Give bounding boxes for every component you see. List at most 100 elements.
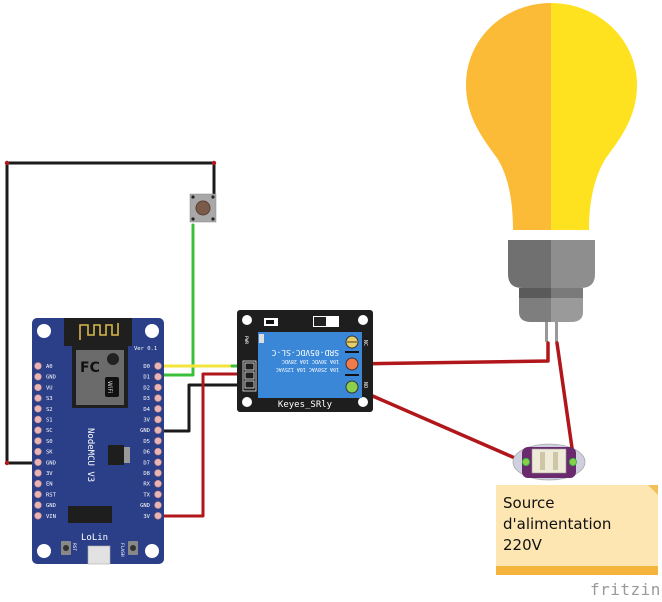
pin-label: RX: [143, 482, 150, 488]
pin-right-d4[interactable]: [154, 405, 162, 413]
bulb-glass-right: [551, 3, 637, 230]
wifi-signal-icon: [107, 353, 119, 365]
pin-label: D5: [143, 439, 150, 445]
pin-label: S1: [46, 418, 53, 424]
power-connector[interactable]: [512, 443, 586, 481]
flash-label: FLASH: [119, 543, 125, 557]
lolin-label: LoLin: [81, 533, 108, 543]
wifi-logo-box: [105, 377, 119, 397]
pushbutton-pin: [211, 217, 215, 221]
terminal-no[interactable]: [345, 380, 359, 394]
board-name-label: NodeMCU V3: [85, 428, 95, 482]
pin-label: D4: [143, 407, 150, 413]
pin-right-3v[interactable]: [154, 512, 162, 520]
bulb-base-ring-right: [551, 288, 583, 298]
pin-label: 3V: [143, 418, 150, 424]
pin-label: GND: [140, 503, 150, 509]
wire-red-relay-com-to-lamp[interactable]: [350, 341, 550, 366]
pin-left-s0[interactable]: [34, 437, 42, 445]
relay-input-header: [242, 360, 257, 392]
pin-left-sc[interactable]: [34, 426, 42, 434]
pin-label: GND: [46, 375, 56, 381]
pin-right-d1[interactable]: [154, 373, 162, 381]
pushbutton-pin: [191, 217, 195, 221]
pin-left-gnd[interactable]: [34, 501, 42, 509]
pin-left-rst[interactable]: [34, 490, 42, 499]
pin-label: TX: [143, 492, 150, 498]
regulator-tab: [124, 447, 130, 463]
pin-label: D2: [143, 385, 150, 391]
wire-green-d1-to-button[interactable]: [148, 223, 195, 377]
pin-label: SK: [46, 450, 53, 456]
wifi-logo: WiFi: [106, 381, 113, 393]
mounting-hole: [37, 544, 51, 558]
pin-right-d8[interactable]: [154, 469, 162, 477]
fritzing-watermark: fritzing: [590, 580, 662, 599]
nodemcu-board[interactable]: FC WiFi Ver 0.1 NodeMCU V3 LoLin RST FLA…: [32, 318, 164, 565]
pushbutton-pin: [191, 195, 195, 199]
connector-pin: [553, 452, 558, 470]
esp-antenna-area: [64, 318, 132, 346]
light-bulb[interactable]: [466, 3, 637, 342]
pin-left-gnd[interactable]: [34, 373, 42, 381]
mounting-hole: [242, 315, 252, 325]
pin-left-a0[interactable]: [34, 362, 42, 370]
pin-left-sk[interactable]: [34, 447, 42, 456]
relay-module[interactable]: SRD-05VDC-SL-C 10A 30VDC 10A 28VDC 10A 2…: [237, 310, 373, 412]
wire-red-relay-no-to-power[interactable]: [350, 385, 526, 464]
pin-label: S0: [46, 439, 53, 445]
pin-label: D0: [143, 364, 150, 370]
pin-right-d7[interactable]: [154, 458, 162, 466]
pin-label: GND: [46, 503, 56, 509]
pin-left-en[interactable]: [34, 480, 42, 488]
wire-black-gnd-to-relay-minus[interactable]: [156, 383, 245, 433]
micro-usb-port[interactable]: [87, 545, 111, 565]
rst-button-cap: [63, 545, 69, 551]
pin-right-d5[interactable]: [154, 437, 162, 445]
wire-bend-point: [211, 160, 217, 166]
relay-pin-minus[interactable]: [244, 380, 255, 389]
pin-left-s1[interactable]: [34, 415, 42, 424]
antenna-trace: [79, 323, 119, 340]
wire-bend-point: [4, 160, 10, 166]
power-source-note[interactable]: Source d'alimentation 220V: [496, 485, 658, 575]
relay-rating-2: 10A 30VDC 10A 28VDC: [282, 358, 339, 364]
wire-red-lamp-to-power[interactable]: [555, 341, 576, 464]
relay-pin-plus[interactable]: [244, 371, 255, 380]
pin-left-gnd[interactable]: [34, 458, 42, 466]
pin-label: SC: [46, 428, 53, 434]
pin-right-d3[interactable]: [154, 394, 162, 402]
pin-left-s2[interactable]: [34, 405, 42, 413]
relay-model-label: SRD-05VDC-SL-C: [271, 348, 339, 357]
pin-left-vu[interactable]: [34, 383, 42, 392]
bulb-lead-left: [545, 322, 548, 342]
pin-right-gnd[interactable]: [154, 426, 162, 434]
pin-right-gnd[interactable]: [154, 501, 162, 509]
mounting-hole: [37, 324, 51, 338]
pin-left-3v[interactable]: [34, 469, 42, 477]
note-text: Source d'alimentation 220V: [503, 494, 612, 554]
pin-left-vin[interactable]: [34, 512, 42, 520]
pushbutton-cap[interactable]: [195, 200, 211, 216]
pin-right-rx[interactable]: [154, 480, 162, 488]
pin-right-d0[interactable]: [154, 362, 162, 370]
wire-bend-point: [4, 460, 10, 466]
connector-terminal-plus[interactable]: [522, 458, 530, 466]
relay-pin-s[interactable]: [244, 362, 255, 371]
pin-right-d2[interactable]: [154, 383, 162, 392]
pushbutton[interactable]: [189, 193, 217, 223]
nodemcu-pcb: [32, 318, 164, 564]
pin-right-tx[interactable]: [154, 490, 162, 499]
wire-red-3v-to-relay-plus[interactable]: [156, 372, 245, 518]
pin-right-3v[interactable]: [154, 415, 162, 424]
mounting-hole: [242, 397, 252, 407]
fc-mark: FC: [80, 360, 100, 376]
pin-right-d6[interactable]: [154, 447, 162, 456]
usb-serial-chip: [68, 506, 112, 523]
connector-terminal-minus[interactable]: [569, 458, 577, 466]
pin-left-s3[interactable]: [34, 394, 42, 402]
terminal-com[interactable]: [345, 357, 359, 371]
pin-label: VU: [46, 385, 53, 391]
